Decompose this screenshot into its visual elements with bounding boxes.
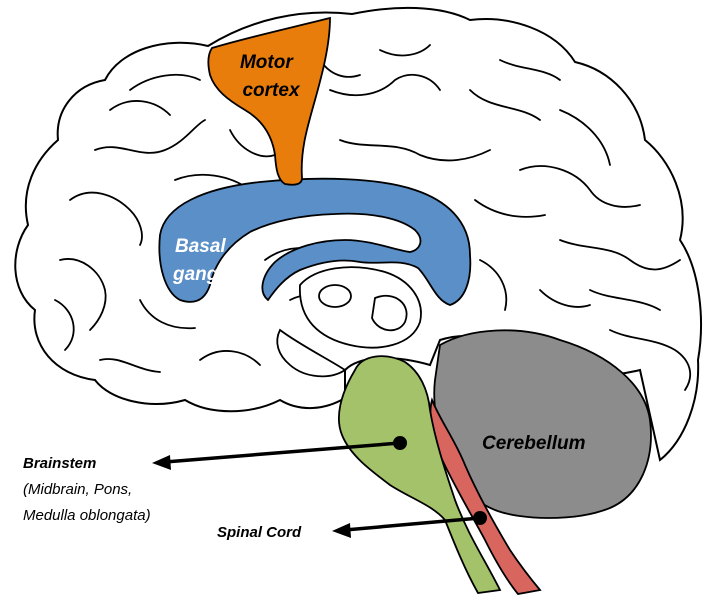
spinal-cord-label: Spinal Cord — [217, 524, 302, 541]
brainstem-parts-line1: (Midbrain, Pons, — [23, 481, 132, 498]
brainstem-parts-line2: Medulla oblongata) — [23, 507, 151, 524]
basal-ganglia-label-line1: Basal — [175, 236, 226, 257]
brainstem-parts-label: (Midbrain, Pons, Medulla oblongata) — [23, 481, 151, 524]
cerebellum-label: Cerebellum — [482, 433, 586, 454]
motor-cortex-label-line1: Motor — [240, 52, 294, 73]
motor-cortex-label-line2: cortex — [242, 80, 300, 101]
basal-ganglia-label-line2: ganglia — [172, 264, 240, 285]
brainstem-label: Brainstem — [23, 455, 96, 472]
